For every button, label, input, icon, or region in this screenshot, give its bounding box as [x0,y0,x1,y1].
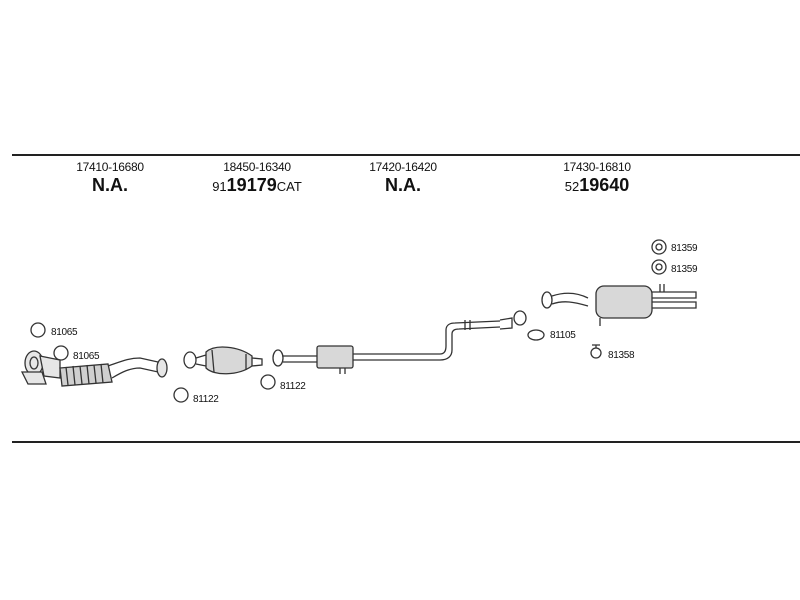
na-label: N.A. [92,175,128,195]
part-label: 81065 [51,327,78,338]
na-label: N.A. [385,175,421,195]
part-reference: 9119179CAT [172,175,342,196]
ref-suffix: CAT [276,179,302,194]
part-label: 81122 [193,394,219,405]
ref-main: 19179 [226,175,277,195]
catalytic-converter [183,346,263,375]
gasket-icon [527,329,545,341]
part-label: 81065 [73,351,100,362]
part-label: 81105 [550,330,576,341]
ref-prefix: 91 [212,179,227,194]
part-label: 81359 [671,264,698,275]
middle-silencer-pipe [272,310,527,374]
ref-prefix: 52 [564,179,580,194]
bottom-rule [12,441,800,443]
clamp-icon [651,239,667,255]
rear-silencer [541,284,697,326]
gasket-icon [173,387,189,403]
part-label: 81358 [608,350,635,361]
rubber-mount-icon [590,344,602,359]
front-pipe [20,350,168,387]
gasket-icon [30,322,46,338]
oe-number: 17430-16810 [563,160,631,174]
oe-number: 17410-16680 [76,160,144,174]
clamp-icon [651,259,667,275]
gasket-icon [53,345,69,361]
top-rule [12,154,800,156]
column-middle-silencer: 17420-16420 N.A. [318,160,488,196]
column-catalyst: 18450-16340 9119179CAT [172,160,342,196]
part-reference: 5219640 [512,175,682,196]
column-rear-silencer: 17430-16810 5219640 [512,160,682,196]
oe-number: 18450-16340 [223,160,291,174]
oe-number: 17420-16420 [369,160,437,174]
gasket-icon [260,374,276,390]
part-label: 81122 [280,381,306,392]
ref-main: 19640 [579,175,630,195]
column-front-pipe: 17410-16680 N.A. [25,160,195,196]
part-label: 81359 [671,243,698,254]
